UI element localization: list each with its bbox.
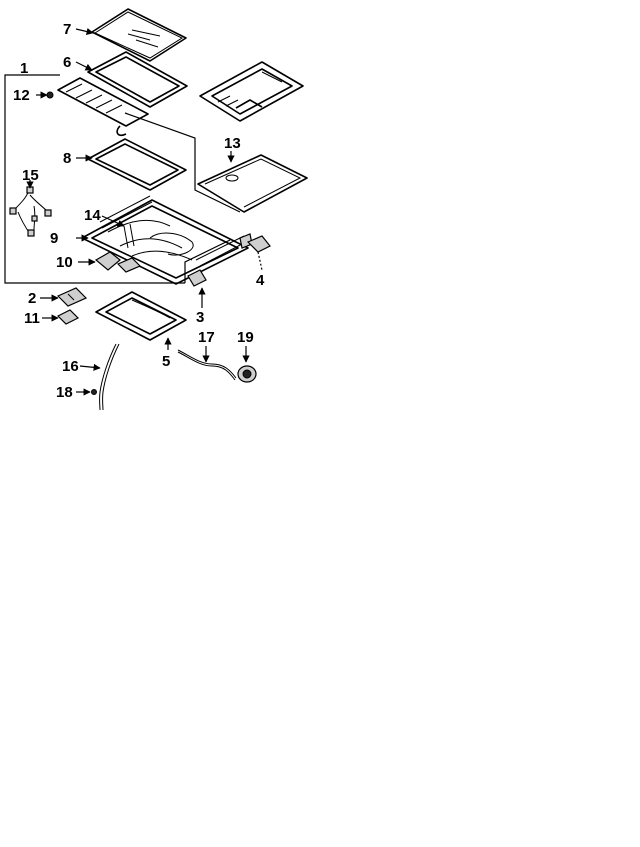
hose-clip xyxy=(76,388,97,396)
callout-2: 2 xyxy=(28,290,36,307)
small-bracket xyxy=(42,309,80,325)
callout-10: 10 xyxy=(56,254,73,271)
callout-16: 16 xyxy=(62,358,79,375)
callout-13: 13 xyxy=(224,135,241,152)
glass-panel xyxy=(75,8,187,62)
trim-frame xyxy=(95,291,187,350)
wiring-harness xyxy=(9,180,52,237)
callout-15: 15 xyxy=(22,167,39,184)
callout-11: 11 xyxy=(24,310,40,327)
callout-7: 7 xyxy=(63,21,71,38)
sunroof-housing xyxy=(76,195,253,285)
callout-5: 5 xyxy=(162,353,170,370)
callout-12: 12 xyxy=(13,87,30,104)
rear-bracket xyxy=(246,235,271,271)
callout-3: 3 xyxy=(196,309,204,326)
callout-6: 6 xyxy=(63,54,71,71)
callout-9: 9 xyxy=(50,230,58,247)
grommet xyxy=(237,346,257,383)
callout-8: 8 xyxy=(63,150,71,167)
sunshade-panel xyxy=(197,151,308,213)
callout-17: 17 xyxy=(198,329,215,346)
sunroof-frame-outline xyxy=(199,61,304,122)
drive-cable xyxy=(177,346,237,381)
front-bracket xyxy=(40,287,88,307)
drain-hose xyxy=(79,343,120,411)
inner-seal xyxy=(76,138,187,191)
guide-rail xyxy=(101,215,135,249)
glass-seal xyxy=(75,51,188,108)
callout-4: 4 xyxy=(256,272,265,289)
side-clip xyxy=(187,269,207,308)
assembly-bracket xyxy=(4,74,241,284)
callout-19: 19 xyxy=(237,329,254,346)
callout-18: 18 xyxy=(56,384,73,401)
sunroof-motor xyxy=(78,251,142,273)
callout-14: 14 xyxy=(84,207,101,224)
front-deflector-frame xyxy=(36,77,149,137)
callout-1: 1 xyxy=(20,60,28,77)
